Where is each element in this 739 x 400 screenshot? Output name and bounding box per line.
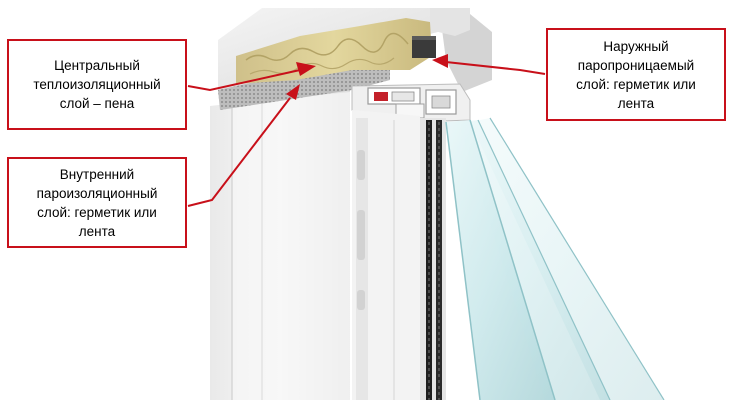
- callout-central-text: Центральный теплоизоляционный слой – пен…: [33, 58, 161, 111]
- arrow-central: [187, 62, 316, 92]
- interior-wall-panel: [210, 90, 350, 400]
- foam-insulation: [236, 18, 432, 84]
- callout-central-layer: Центральный теплоизоляционный слой – пен…: [7, 39, 187, 130]
- vapor-barrier-strip: [218, 68, 390, 110]
- glazing-edge: [420, 118, 446, 400]
- callout-outer-layer: Наружный паропроницаемый слой: герметик …: [546, 28, 726, 121]
- callout-inner-text: Внутренний пароизоляционный слой: гермет…: [36, 166, 158, 239]
- arrow-outer: [432, 54, 546, 75]
- outer-seal-block: [412, 36, 436, 58]
- glass-panes: [445, 117, 665, 400]
- callout-inner-layer: Внутренний пароизоляционный слой: гермет…: [7, 157, 187, 248]
- arrow-inner: [187, 84, 300, 207]
- window-sash-vertical: [352, 110, 420, 400]
- callout-outer-text: Наружный паропроницаемый слой: герметик …: [576, 38, 696, 111]
